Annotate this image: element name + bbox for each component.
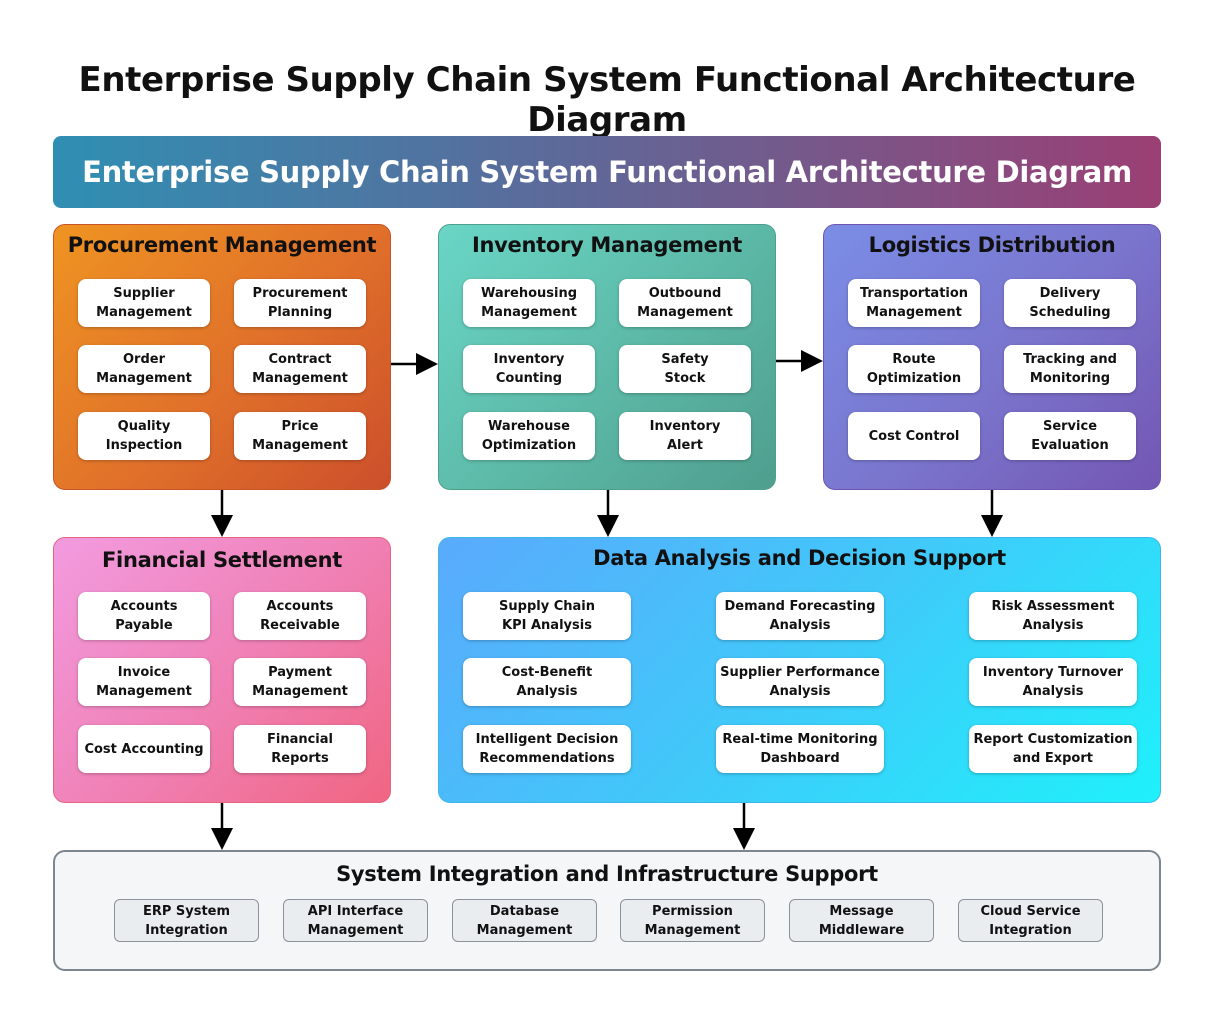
module-item: Intelligent Decision Recommendations: [463, 725, 631, 773]
module-title: Inventory Management: [471, 233, 743, 257]
infra-item: ERP System Integration: [114, 899, 259, 942]
arrowhead-analysis-to-infra: [733, 828, 755, 850]
module-item: Inventory Turnover Analysis: [969, 658, 1137, 706]
module-item: Outbound Management: [619, 279, 751, 327]
module-item: Price Management: [234, 412, 366, 460]
module-item: Tracking and Monitoring: [1004, 345, 1136, 393]
module-title: Data Analysis and Decision Support: [593, 546, 1006, 570]
infra-item: Permission Management: [620, 899, 765, 942]
module-item: Cost-Benefit Analysis: [463, 658, 631, 706]
arrowhead-inventory-to-analysis: [597, 515, 619, 537]
module-title: System Integration and Infrastructure Su…: [336, 862, 878, 886]
module-item: Supply Chain KPI Analysis: [463, 592, 631, 640]
module-title: Financial Settlement: [102, 548, 342, 572]
header-banner: Enterprise Supply Chain System Functiona…: [53, 136, 1161, 208]
module-item: Service Evaluation: [1004, 412, 1136, 460]
infra-item: Message Middleware: [789, 899, 934, 942]
module-item: Financial Reports: [234, 725, 366, 773]
module-item: Inventory Counting: [463, 345, 595, 393]
procurement-management-module: Procurement Management Supplier Manageme…: [53, 224, 391, 490]
module-item: Payment Management: [234, 658, 366, 706]
module-item: Cost Control: [848, 412, 980, 460]
logistics-distribution-module: Logistics Distribution Transportation Ma…: [823, 224, 1161, 490]
module-item: Quality Inspection: [78, 412, 210, 460]
arrowhead-logistics-to-analysis: [981, 515, 1003, 537]
module-item: Inventory Alert: [619, 412, 751, 460]
infra-item: Database Management: [452, 899, 597, 942]
page-title: Enterprise Supply Chain System Functiona…: [78, 60, 1136, 140]
arrowhead-procurement-to-inventory: [416, 353, 438, 375]
data-analysis-module: Data Analysis and Decision Support Suppl…: [438, 537, 1161, 803]
inventory-management-module: Inventory Management Warehousing Managem…: [438, 224, 776, 490]
arrowhead-financial-to-infra: [211, 828, 233, 850]
module-item: Invoice Management: [78, 658, 210, 706]
banner-title: Enterprise Supply Chain System Functiona…: [82, 155, 1132, 189]
module-item: Contract Management: [234, 345, 366, 393]
module-item: Cost Accounting: [78, 725, 210, 773]
module-item: Risk Assessment Analysis: [969, 592, 1137, 640]
module-item: Accounts Payable: [78, 592, 210, 640]
module-item: Warehousing Management: [463, 279, 595, 327]
module-item: Warehouse Optimization: [463, 412, 595, 460]
module-item: Order Management: [78, 345, 210, 393]
module-item: Transportation Management: [848, 279, 980, 327]
module-item: Accounts Receivable: [234, 592, 366, 640]
arrowhead-inventory-to-logistics: [801, 350, 823, 372]
arrowhead-procurement-to-financial: [211, 515, 233, 537]
infrastructure-support-module: System Integration and Infrastructure Su…: [53, 850, 1161, 971]
module-item: Safety Stock: [619, 345, 751, 393]
module-title: Logistics Distribution: [868, 233, 1116, 257]
module-item: Real-time Monitoring Dashboard: [716, 725, 884, 773]
module-item: Report Customization and Export: [969, 725, 1137, 773]
module-item: Supplier Management: [78, 279, 210, 327]
module-item: Procurement Planning: [234, 279, 366, 327]
module-item: Route Optimization: [848, 345, 980, 393]
module-item: Supplier Performance Analysis: [716, 658, 884, 706]
module-item: Demand Forecasting Analysis: [716, 592, 884, 640]
infra-item: API Interface Management: [283, 899, 428, 942]
module-item: Delivery Scheduling: [1004, 279, 1136, 327]
module-title: Procurement Management: [67, 233, 377, 257]
financial-settlement-module: Financial Settlement Accounts Payable Ac…: [53, 537, 391, 803]
infra-item: Cloud Service Integration: [958, 899, 1103, 942]
